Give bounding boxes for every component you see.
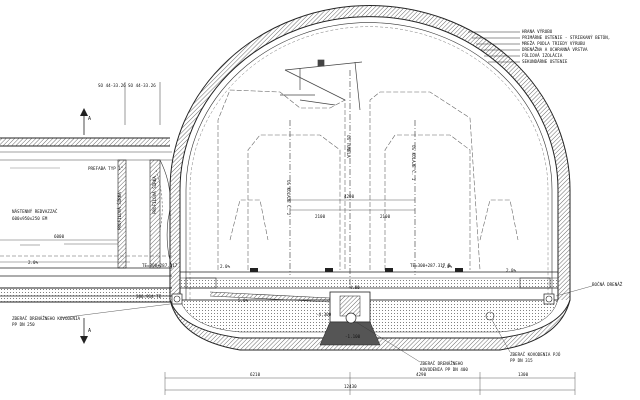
section-marker-bottom: A: [80, 318, 91, 344]
slope-right: 2.0%: [442, 264, 453, 269]
dim-upper-right: 2100: [380, 214, 391, 219]
dim-bottom-right: 1300: [518, 372, 529, 377]
elev-te-left: TE=300+287.317: [142, 263, 178, 268]
label-nastenny: NÁSTENNÝ REDVAZZAČ: [12, 209, 58, 214]
station-right: SO 44-33.26: [128, 83, 156, 88]
elev-level-pipe: -4.300: [316, 312, 332, 317]
elev-level-center: -4.80: [347, 285, 360, 290]
elev-level-bottom: -1.100: [345, 334, 361, 339]
station-markers: SO 44-33.26 SO 44-33.26: [98, 82, 161, 125]
axis-label-center: OS TUNELA: [346, 135, 351, 158]
slope-left: 2.0%: [28, 260, 39, 265]
label-profile-spare: PROFILOVÁ ŠÍRKA: [117, 192, 122, 230]
axis-label-right: OS KOLAJE Č. 1: [411, 145, 416, 181]
legend-item-3: MREŽA PODLA TRIEDY VÝRUBU: [522, 41, 586, 46]
drain-right-label-2: PP DN 315: [510, 358, 533, 363]
elev-te-right: TE=300+287.317 B: [410, 263, 451, 268]
dim-left: 6000: [54, 234, 65, 239]
dim-upper-left: 2100: [315, 214, 326, 219]
dim-upper-total: 4200: [344, 194, 355, 199]
svg-text:A: A: [88, 328, 91, 334]
dim-bottom-total: 12430: [344, 384, 357, 389]
svg-text:A: A: [88, 116, 91, 122]
elev-level-left: 386.914 TE: [136, 294, 162, 299]
tunnel-lining: [169, 5, 571, 300]
catenary-support: [280, 59, 363, 111]
track-axes: [289, 70, 416, 290]
clearance-profiles: [217, 89, 519, 271]
drain-left-label-1: ZBERAČ DRENÁŽNEHO KOVODENIA: [12, 316, 81, 321]
legend-item-2: PRIMÁRNE OSTENIE - STRIEKANÝ BETÓN,: [522, 35, 610, 40]
bottom-dimensions: [164, 372, 576, 395]
drain-left-label-2: PP DN 250: [12, 322, 35, 327]
slope-center: 5.0%: [238, 298, 249, 303]
label-roof-profile: PROFILOVÁ ŠÍRKA: [152, 176, 157, 214]
section-marker-top: A: [80, 108, 91, 135]
dim-bottom-left: 6210: [250, 372, 261, 377]
legend-item-6: SEKUNDÁRNE OSTENIE: [522, 59, 568, 64]
slope-right2: 2.0%: [506, 268, 517, 273]
side-drain-label: BOČNÁ DRENÁŽ: [592, 282, 623, 287]
slope-mid: 2.0%: [220, 264, 231, 269]
side-drains: [171, 293, 555, 321]
legend-item-5: FÓLIOVÁ IZOLÁCIA: [522, 53, 563, 58]
track-bed: [180, 268, 558, 289]
left-portal-structure: [0, 137, 173, 303]
axis-label-left: OS KOLAJE Č. 2: [286, 180, 291, 216]
upper-dimension-lines: [290, 199, 415, 211]
drain-center-label-1: ZBERAČ DRENÁŽNEHO: [420, 361, 463, 366]
drain-center-label-2: KOVODENIA PP DN 400: [420, 367, 468, 372]
legend: HRANA VÝRUBU PRIMÁRNE OSTENIE - STRIEKAN…: [468, 29, 610, 64]
drain-right-label-1: ZBERAČ KOVODENIA PJÓ: [510, 352, 561, 357]
label-prefab-type: PREFABA TYP 1": [88, 166, 123, 171]
legend-item-1: HRANA VÝRUBU: [522, 29, 553, 34]
label-nastenny-size: 600x950x250 EM: [12, 216, 48, 221]
dim-bottom-mid: 4290: [416, 372, 427, 377]
station-left: SO 44-33.26: [98, 83, 126, 88]
legend-item-4: DRENÁŽNA A OCHRANNÁ VRSTVA: [522, 47, 588, 52]
